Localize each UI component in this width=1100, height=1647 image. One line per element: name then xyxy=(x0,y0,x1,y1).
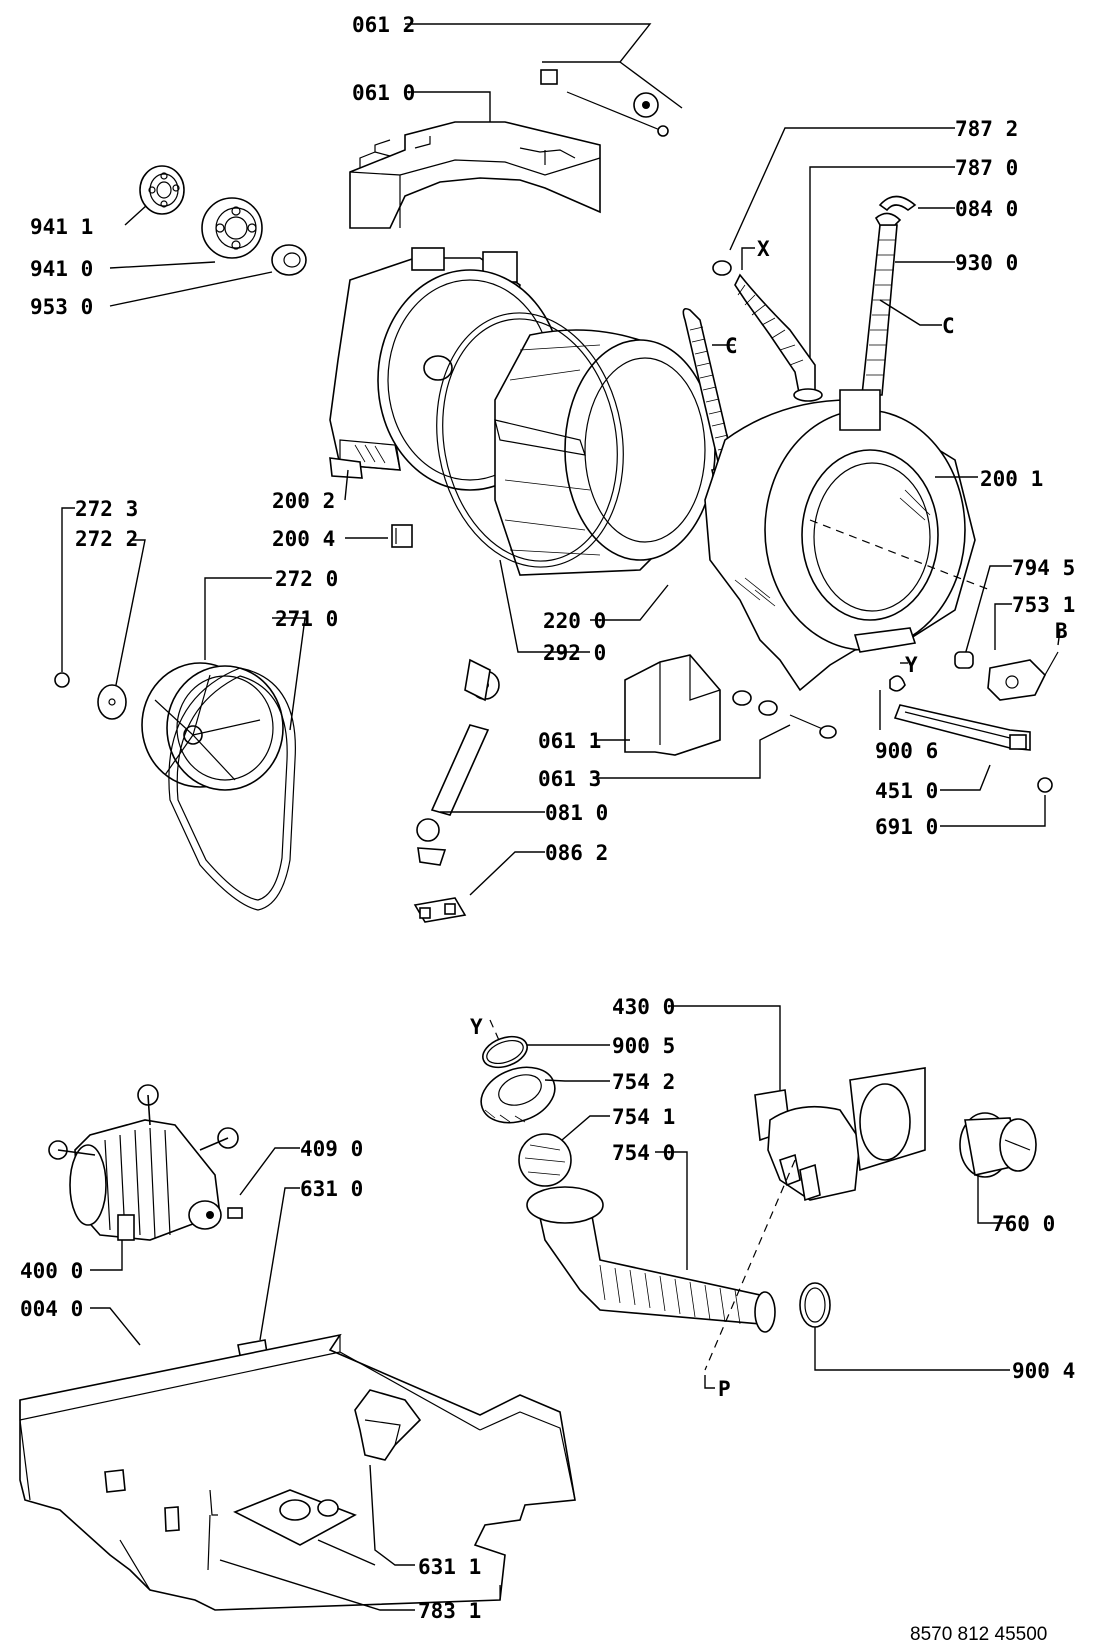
label-691-0: 691 0 xyxy=(875,815,938,839)
part-400-0-motor xyxy=(48,1084,239,1271)
label-x: X xyxy=(757,237,770,261)
label-p: P xyxy=(718,1377,731,1401)
label-c2: C xyxy=(942,314,955,338)
part-631-0-switch xyxy=(237,1187,300,1366)
part-930-0-hose xyxy=(861,212,955,396)
part-953-0-seal xyxy=(109,244,307,307)
part-061-2-fasteners xyxy=(405,23,683,137)
part-754-1-ball xyxy=(518,1115,610,1187)
label-200-2: 200 2 xyxy=(272,489,335,513)
label-y-tub: Y xyxy=(905,653,918,677)
part-631-1-pressure-switch xyxy=(233,1389,422,1566)
label-400-0: 400 0 xyxy=(20,1259,83,1283)
label-272-2: 272 2 xyxy=(75,527,138,551)
label-941-1: 941 1 xyxy=(30,215,93,239)
label-753-1: 753 1 xyxy=(1012,593,1075,617)
label-794-5: 794 5 xyxy=(1012,556,1075,580)
label-061-0: 061 0 xyxy=(352,81,415,105)
label-900-5: 900 5 xyxy=(612,1034,675,1058)
label-783-1: 783 1 xyxy=(418,1599,481,1623)
part-061-0-counterweight xyxy=(349,91,601,229)
part-271-0-belt xyxy=(168,617,306,911)
label-292-0: 292 0 xyxy=(543,641,606,665)
part-941-1-bearing xyxy=(124,165,185,226)
part-409-0-brush xyxy=(227,1147,300,1219)
part-451-0-heater xyxy=(893,704,1031,791)
part-900-4-clamp xyxy=(799,1282,1010,1371)
part-753-1-sensor xyxy=(987,603,1061,701)
leader-x xyxy=(741,247,755,270)
label-061-3: 061 3 xyxy=(538,767,601,791)
part-220-0-drum xyxy=(494,329,716,576)
label-084-0: 084 0 xyxy=(955,197,1018,221)
label-754-0: 754 0 xyxy=(612,1141,675,1165)
label-c1: C xyxy=(725,334,738,358)
part-787-0-hose xyxy=(734,166,955,402)
part-272-3-nut xyxy=(54,507,75,688)
label-061-2: 061 2 xyxy=(352,13,415,37)
label-900-4: 900 4 xyxy=(1012,1359,1075,1383)
label-200-1: 200 1 xyxy=(980,467,1043,491)
part-760-0-filter xyxy=(959,1112,1037,1224)
label-086-2: 086 2 xyxy=(545,841,608,865)
part-004-0-base xyxy=(19,1307,576,1611)
label-220-0: 220 0 xyxy=(543,609,606,633)
label-272-0: 272 0 xyxy=(275,567,338,591)
part-691-0-nut xyxy=(940,777,1053,827)
leader-200-2 xyxy=(344,469,349,501)
part-086-2-clip xyxy=(413,851,545,923)
label-b: B xyxy=(1055,619,1068,643)
part-061-1-counterweight xyxy=(595,654,721,756)
part-754-0-bellows xyxy=(526,1151,776,1333)
label-787-2: 787 2 xyxy=(955,117,1018,141)
label-081-0: 081 0 xyxy=(545,801,608,825)
label-200-4: 200 4 xyxy=(272,527,335,551)
label-272-3: 272 3 xyxy=(75,497,138,521)
part-794-5-plug xyxy=(954,565,1012,669)
label-787-0: 787 0 xyxy=(955,156,1018,180)
part-292-0-ring xyxy=(436,312,624,568)
label-631-1: 631 1 xyxy=(418,1555,481,1579)
label-754-2: 754 2 xyxy=(612,1070,675,1094)
part-200-4-clip xyxy=(345,524,413,548)
part-272-2-washer xyxy=(97,539,146,720)
label-451-0: 451 0 xyxy=(875,779,938,803)
part-941-0-bearing xyxy=(109,197,263,269)
axis-line-p xyxy=(704,1159,796,1371)
label-754-1: 754 1 xyxy=(612,1105,675,1129)
label-631-0: 631 0 xyxy=(300,1177,363,1201)
part-900-5-clamp xyxy=(482,1035,610,1069)
axis-line-upper xyxy=(809,519,991,591)
label-271-0: 271 0 xyxy=(275,607,338,631)
label-953-0: 953 0 xyxy=(30,295,93,319)
part-787-2-clamp xyxy=(712,127,955,276)
part-783-1-level-tube xyxy=(207,1489,415,1611)
leader-p xyxy=(704,1375,715,1389)
part-061-3-bolt-washers xyxy=(595,690,837,779)
label-930-0: 930 0 xyxy=(955,251,1018,275)
part-084-0-clip xyxy=(878,195,955,212)
label-900-6: 900 6 xyxy=(875,739,938,763)
part-430-0-pump xyxy=(670,1005,926,1202)
reference-number: 8570 812 45500 xyxy=(910,1624,1047,1645)
label-760-0: 760 0 xyxy=(992,1212,1055,1236)
part-272-0-pulley xyxy=(141,577,284,791)
label-y-bottom: Y xyxy=(470,1015,483,1039)
label-004-0: 004 0 xyxy=(20,1297,83,1321)
part-754-2-gasket xyxy=(480,1066,610,1124)
part-081-0-shock-absorber xyxy=(416,658,545,866)
label-061-1: 061 1 xyxy=(538,729,601,753)
part-200-1-front-tub xyxy=(704,389,976,692)
leader-292-0 xyxy=(499,559,590,653)
label-409-0: 409 0 xyxy=(300,1137,363,1161)
label-430-0: 430 0 xyxy=(612,995,675,1019)
label-941-0: 941 0 xyxy=(30,257,93,281)
leader-220-0 xyxy=(590,584,669,621)
part-y-clip-tub xyxy=(889,662,908,692)
